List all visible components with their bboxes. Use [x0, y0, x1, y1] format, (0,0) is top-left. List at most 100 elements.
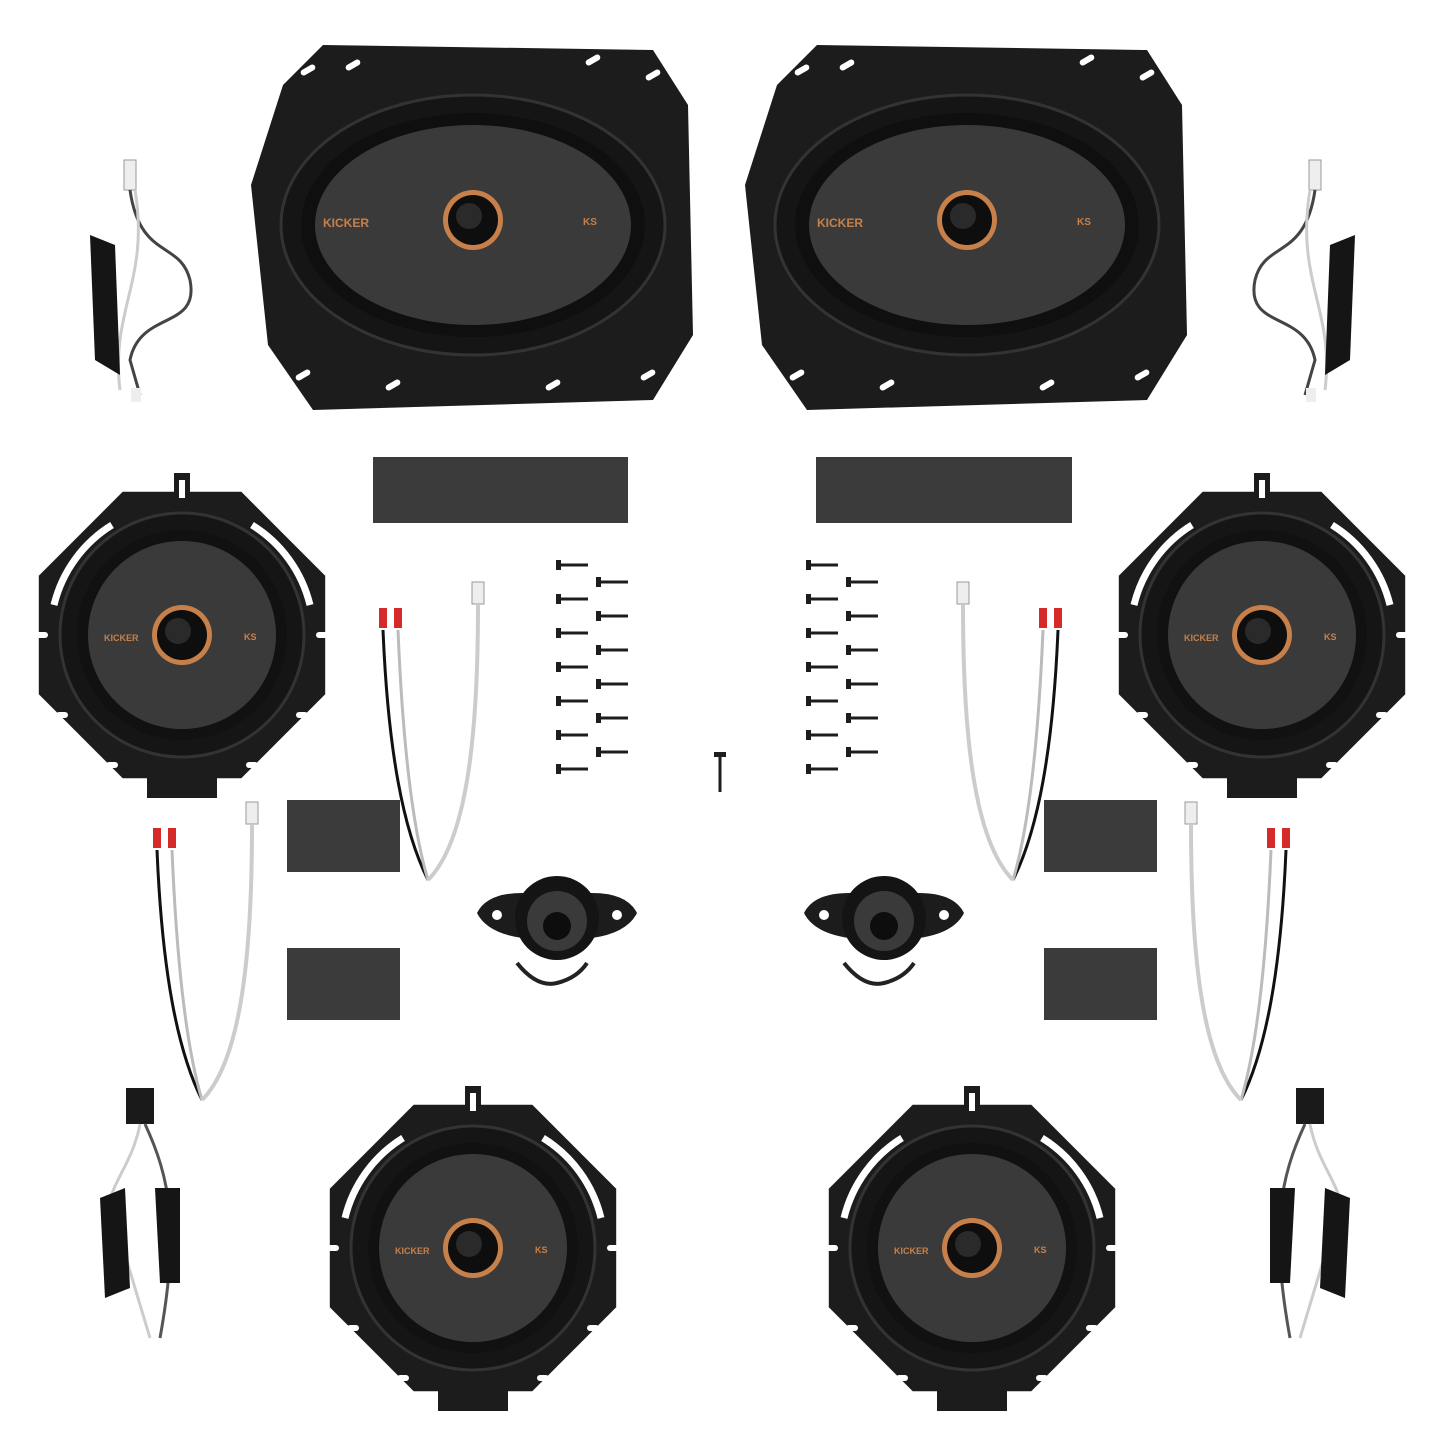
- white-connector: [1308, 159, 1322, 191]
- crossover-module: [155, 1188, 180, 1283]
- screw-head: [806, 730, 811, 740]
- single-screw: [714, 752, 726, 792]
- wire-white: [170, 849, 204, 1101]
- wire-black: [1252, 189, 1317, 396]
- bracket-slot: [1330, 522, 1394, 606]
- screw-head: [596, 645, 601, 655]
- tweeter-dome: [950, 203, 976, 229]
- red-terminal: [1267, 828, 1275, 848]
- tweeter-lead: [842, 961, 916, 986]
- bracket-hole: [106, 762, 118, 768]
- foam-strip-left-group: [373, 457, 628, 523]
- kicker-logo-text: KICKER: [323, 216, 369, 230]
- screw-head: [596, 713, 601, 723]
- tweeter-harness-top-right: [1252, 159, 1355, 402]
- black-connector: [1296, 1088, 1324, 1124]
- screw-head: [556, 730, 561, 740]
- white-connector: [1184, 801, 1198, 825]
- screw-hole: [612, 910, 622, 920]
- foam-pad-right-1: [1044, 800, 1157, 872]
- ks-badge-text: KS: [1324, 632, 1337, 642]
- bracket-slot: [840, 1135, 904, 1219]
- red-terminal: [168, 828, 176, 848]
- kicker-logo-text: KICKER: [1184, 633, 1219, 643]
- screw-head: [556, 662, 561, 672]
- screw-head: [596, 747, 601, 757]
- bracket-tab: [147, 770, 217, 798]
- ks-badge-text: KS: [535, 1245, 548, 1255]
- foam-pad-right-1-group: [1044, 800, 1157, 872]
- screw-set-left: [556, 560, 628, 774]
- foam-strip-right-group: [816, 457, 1072, 523]
- white-connector: [245, 801, 259, 825]
- bracket-hole: [397, 1375, 409, 1381]
- bracket-hole: [1079, 54, 1095, 66]
- bracket-hole: [385, 379, 401, 391]
- wire-black: [381, 629, 430, 881]
- screw-head: [596, 577, 601, 587]
- foam-strip-left: [373, 457, 628, 523]
- wire-white: [426, 604, 480, 882]
- harness-bottom-left: [100, 1088, 180, 1339]
- bracket-hole: [1039, 379, 1055, 391]
- white-connector: [956, 581, 970, 605]
- foam-strip-right: [816, 457, 1072, 523]
- tweeter-dome: [1245, 618, 1271, 644]
- wire-white: [1189, 824, 1243, 1102]
- tweeter-right: [804, 876, 964, 986]
- tweeter-left: [477, 876, 637, 986]
- white-connector: [471, 581, 485, 605]
- speaker-wire-low-right: [1184, 801, 1290, 1102]
- bracket-hole: [327, 1245, 339, 1251]
- screw-head: [806, 764, 811, 774]
- screw-head: [596, 611, 601, 621]
- foam-pad-left-1: [287, 800, 400, 872]
- tweeter-harness-top-left: [90, 159, 193, 402]
- kicker-logo-text: KICKER: [817, 216, 863, 230]
- bracket-hole: [1106, 1245, 1118, 1251]
- foam-pad-left-2-group: [287, 948, 400, 1020]
- wire-white: [1011, 629, 1045, 881]
- screw-head: [556, 696, 561, 706]
- wire-white: [961, 604, 1015, 882]
- crossover-module: [1320, 1188, 1350, 1298]
- bracket-hole: [36, 632, 48, 638]
- screw-hole: [819, 910, 829, 920]
- bracket-hole: [56, 712, 68, 718]
- kicker-logo-text: KICKER: [894, 1246, 929, 1256]
- screw-head: [846, 645, 851, 655]
- speaker-wire-mid-right: [956, 581, 1062, 882]
- bracket-hole: [846, 1325, 858, 1331]
- wire-white: [200, 824, 254, 1102]
- screw-head: [806, 696, 811, 706]
- bracket-hole: [537, 1375, 549, 1381]
- bracket-hole: [585, 54, 601, 66]
- screw-hole: [939, 910, 949, 920]
- red-terminal: [1282, 828, 1290, 848]
- bracket-hole: [1086, 1325, 1098, 1331]
- screw-head: [806, 628, 811, 638]
- crossover-module: [90, 235, 120, 375]
- wire-black: [155, 849, 204, 1101]
- red-terminal: [1054, 608, 1062, 628]
- screw-head: [556, 594, 561, 604]
- bracket-hole: [789, 369, 805, 381]
- wire-black: [128, 189, 193, 396]
- round-speaker-mid-right: KICKER KS: [1116, 473, 1408, 798]
- bracket-hole: [347, 1325, 359, 1331]
- wire-white: [396, 629, 430, 881]
- bracket-hole: [587, 1325, 599, 1331]
- black-connector: [126, 1088, 154, 1124]
- screw-head: [714, 752, 726, 757]
- bracket-tab: [438, 1383, 508, 1411]
- bracket-hole: [645, 69, 661, 81]
- tweeter-dome: [456, 1231, 482, 1257]
- wire-white: [116, 189, 140, 391]
- screw-head: [806, 662, 811, 672]
- bracket-hole: [1396, 632, 1408, 638]
- ks-badge-text: KS: [583, 217, 597, 228]
